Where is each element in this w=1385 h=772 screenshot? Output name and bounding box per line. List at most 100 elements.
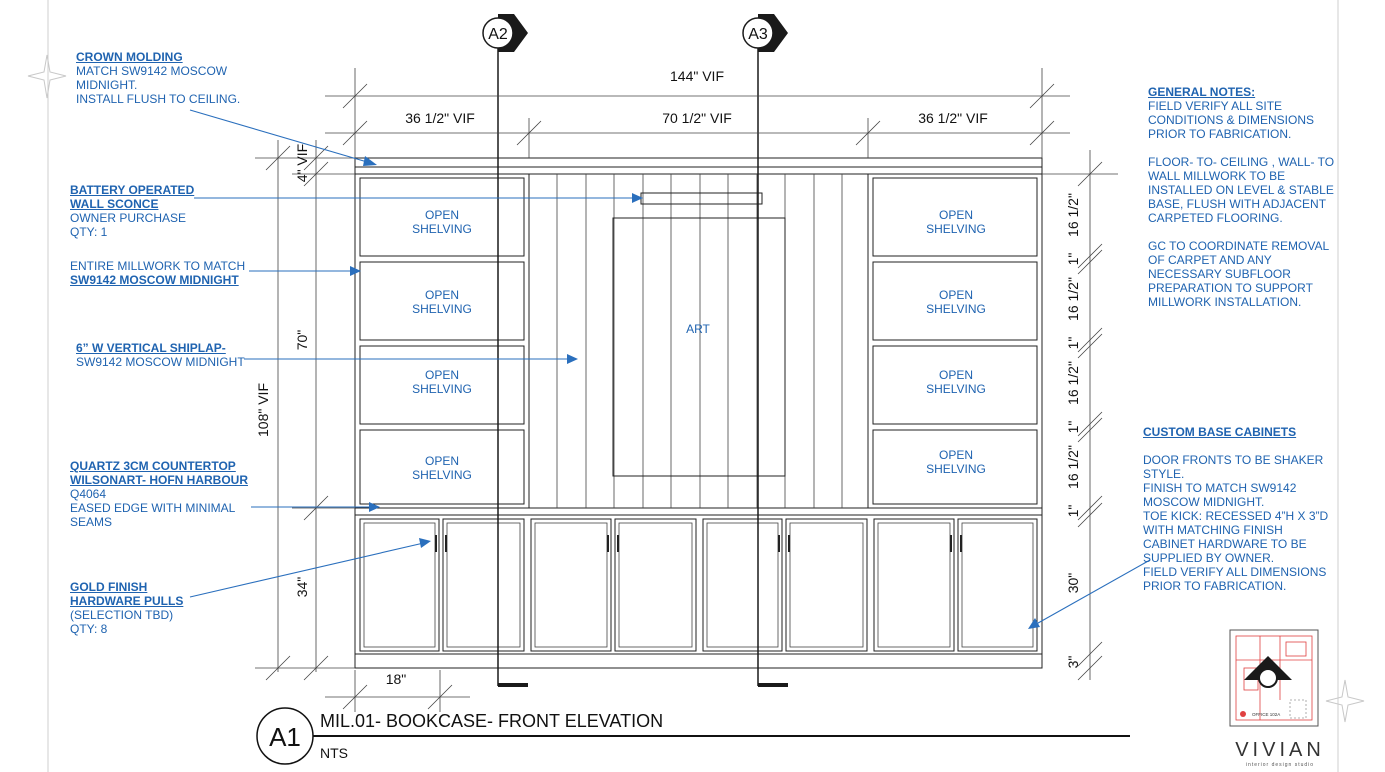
brand-name: VIVIAN — [1235, 739, 1325, 761]
shelf-cell — [872, 429, 1038, 505]
shelf-cell — [359, 261, 525, 341]
right-width-dimension: 36 1/2" VIF — [918, 110, 988, 126]
note-line: GC TO COORDINATE REMOVAL — [1148, 239, 1330, 253]
art-label: ART — [686, 322, 710, 336]
dimension-lines — [255, 68, 1118, 712]
note-line: PRIOR TO FABRICATION. — [1143, 579, 1287, 593]
shelf-cell — [359, 429, 525, 505]
shelf-label-line1: OPEN — [939, 208, 973, 222]
note-line: CONDITIONS & DIMENSIONS — [1148, 113, 1315, 127]
note-heading: GOLD FINISH — [70, 580, 148, 594]
note-heading: WILSONART- HOFN HARBOUR — [70, 473, 248, 487]
note-line: ENTIRE MILLWORK TO MATCH — [70, 259, 246, 273]
note-line: EASED EDGE WITH MINIMAL — [70, 501, 236, 515]
overall-width-dimension: 144" VIF — [670, 68, 724, 84]
dimension-labels: 144" VIF 36 1/2" VIF 70 1/2" VIF 36 1/2"… — [255, 68, 1081, 687]
custom-base-cabinets-note: CUSTOM BASE CABINETS DOOR FRONTS TO BE S… — [1143, 425, 1328, 593]
note-line: FINISH TO MATCH SW9142 — [1143, 481, 1297, 495]
note-heading: WALL SCONCE — [70, 197, 159, 211]
key-plan-label: OFFICE 102A — [1252, 712, 1280, 717]
note-line: FLOOR- TO- CEILING , WALL- TO — [1148, 155, 1335, 169]
note-line: PREPARATION TO SUPPORT — [1148, 281, 1313, 295]
drawing-title: MIL.01- BOOKCASE- FRONT ELEVATION — [320, 711, 663, 731]
shelf-label-line2: SHELVING — [926, 382, 986, 396]
note-line: NECESSARY SUBFLOOR — [1148, 267, 1291, 281]
note-line: FIELD VERIFY ALL DIMENSIONS — [1143, 565, 1327, 579]
note-heading: GENERAL NOTES: — [1148, 85, 1256, 99]
right-stack-dimension: 30" — [1065, 573, 1081, 594]
note-line: MOSCOW MIDNIGHT. — [1143, 495, 1265, 509]
shelf-label-line1: OPEN — [939, 288, 973, 302]
left-width-dimension: 36 1/2" VIF — [405, 110, 475, 126]
right-stack-dimension: 1" — [1065, 253, 1081, 266]
note-line: QTY: 1 — [70, 225, 108, 239]
note-line: TOE KICK: RECESSED 4”H X 3”D — [1143, 509, 1329, 523]
sparkle-icon — [1325, 679, 1365, 723]
shiplap-note: 6” W VERTICAL SHIPLAP- SW9142 MOSCOW MID… — [76, 341, 245, 369]
note-heading: SW9142 MOSCOW MIDNIGHT — [70, 273, 239, 287]
note-line: DOOR FRONTS TO BE SHAKER — [1143, 453, 1324, 467]
right-stack-dimension: 16 1/2" — [1065, 445, 1081, 489]
shelf-cell — [872, 345, 1038, 425]
note-line: MATCH SW9142 MOSCOW — [76, 64, 228, 78]
note-line: STYLE. — [1143, 467, 1185, 481]
shelf-cell — [872, 177, 1038, 257]
shelf-label-line2: SHELVING — [412, 382, 472, 396]
right-stack-dimension: 1" — [1065, 421, 1081, 434]
note-line: FIELD VERIFY ALL SITE — [1148, 99, 1283, 113]
note-line: PRIOR TO FABRICATION. — [1148, 127, 1292, 141]
note-line: INSTALLED ON LEVEL & STABLE — [1148, 183, 1334, 197]
base-dimension: 34" — [294, 577, 310, 598]
shelf-label-line1: OPEN — [939, 448, 973, 462]
shelf-label-line1: OPEN — [425, 454, 459, 468]
sparkle-icon — [27, 54, 67, 99]
shelf-label-line1: OPEN — [425, 288, 459, 302]
shelf-label-line2: SHELVING — [412, 222, 472, 236]
shelf-label-line2: SHELVING — [926, 462, 986, 476]
view-reference: A1 — [269, 722, 301, 752]
upper-dimension: 70" — [294, 330, 310, 351]
title-block: A1 MIL.01- BOOKCASE- FRONT ELEVATION NTS — [256, 707, 1130, 765]
note-line: INSTALL FLUSH TO CEILING. — [76, 92, 241, 106]
millwork-note: ENTIRE MILLWORK TO MATCH SW9142 MOSCOW M… — [70, 259, 245, 287]
art-frame — [612, 217, 786, 477]
shelf-cell — [359, 345, 525, 425]
note-line: SEAMS — [70, 515, 113, 529]
wall-sconce-note: BATTERY OPERATED WALL SCONCE OWNER PURCH… — [70, 183, 194, 239]
right-stack-dimension: 16 1/2" — [1065, 193, 1081, 237]
note-line: WALL MILLWORK TO BE — [1148, 169, 1286, 183]
depth-dimension: 18" — [386, 671, 407, 687]
key-plan: OFFICE 102A — [1229, 629, 1319, 727]
shelf-label-line1: OPEN — [425, 208, 459, 222]
note-line: SUPPLIED BY OWNER. — [1143, 551, 1275, 565]
right-stack-dimension: 16 1/2" — [1065, 361, 1081, 405]
shelf-label-line1: OPEN — [939, 368, 973, 382]
brand-tagline: interior design studio — [1246, 762, 1314, 768]
shelf-label-line2: SHELVING — [412, 302, 472, 316]
shelf-cell — [872, 261, 1038, 341]
note-line: OF CARPET AND ANY — [1148, 253, 1272, 267]
note-line: (SELECTION TBD) — [70, 608, 174, 622]
note-heading: CROWN MOLDING — [76, 50, 183, 64]
leader-lines — [189, 109, 1151, 629]
note-heading: BATTERY OPERATED — [70, 183, 195, 197]
note-heading: CUSTOM BASE CABINETS — [1143, 425, 1297, 439]
quartz-countertop-note: QUARTZ 3CM COUNTERTOP WILSONART- HOFN HA… — [70, 459, 248, 529]
note-line: CARPETED FLOORING. — [1148, 211, 1283, 225]
bookcase-outline — [354, 157, 1043, 669]
hardware-pulls — [435, 535, 962, 552]
shelf-label-line2: SHELVING — [926, 222, 986, 236]
note-heading: QUARTZ 3CM COUNTERTOP — [70, 459, 236, 473]
note-line: MILLWORK INSTALLATION. — [1148, 295, 1302, 309]
drawing-scale: NTS — [320, 745, 348, 761]
crown-molding-note: CROWN MOLDING MATCH SW9142 MOSCOW MIDNIG… — [76, 50, 240, 106]
bookcase-elevation — [354, 157, 1043, 669]
note-line: Q4064 — [70, 487, 107, 501]
right-stack-dimension: 1" — [1065, 337, 1081, 350]
section-marker-a2: A2 — [482, 14, 528, 687]
base-cabinet-doors — [359, 518, 1038, 652]
shelf-labels: OPEN SHELVING OPEN SHELVING OPEN SHELVIN… — [412, 208, 986, 482]
section-marker-label: A2 — [488, 26, 508, 43]
